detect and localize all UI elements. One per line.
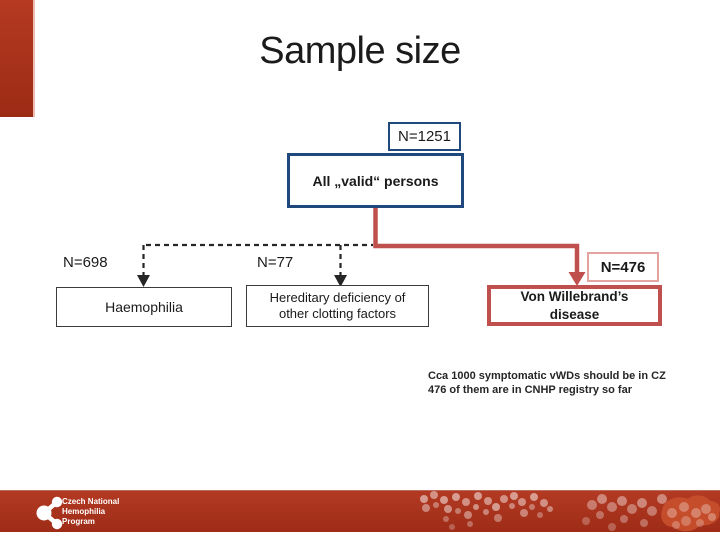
slide-title: Sample size — [259, 30, 461, 72]
cnhp-logo-text: Czech National Hemophilia Program — [62, 497, 119, 527]
root-count-box: N=1251 — [388, 122, 461, 151]
branch2-count-label: N=77 — [257, 254, 294, 271]
branch1-count-label: N=698 — [63, 254, 108, 271]
branch1-box-haemophilia: Haemophilia — [56, 287, 232, 327]
cnhp-logo-icon — [36, 496, 63, 530]
footer-dots-decoration — [420, 491, 720, 532]
red-arrowhead-icon — [568, 272, 586, 286]
red-connector-line — [373, 207, 580, 273]
branch3-count-box: N=476 — [587, 252, 659, 282]
logo-line2: Hemophilia — [62, 507, 106, 516]
dot-cluster — [420, 491, 716, 531]
branch3-box-von-willebrand: Von Willebrand’s disease — [487, 285, 662, 326]
footnote-line2: 476 of them are in CNHP registry so far — [428, 384, 632, 396]
footer-bar — [0, 490, 720, 532]
left-accent-bar — [0, 0, 35, 117]
logo-line1: Czech National — [62, 497, 120, 506]
czech-map-silhouette — [661, 495, 720, 532]
black-arrowhead-icon — [137, 275, 150, 287]
footnote-text: Cca 1000 symptomatic vWDs should be in C… — [428, 369, 678, 397]
footnote-line1: Cca 1000 symptomatic vWDs should be in C… — [428, 370, 666, 382]
logo-line3: Program — [62, 517, 95, 526]
root-box: All „valid“ persons — [287, 153, 464, 208]
branch2-box-hereditary-deficiency: Hereditary deficiency of other clotting … — [246, 285, 429, 327]
